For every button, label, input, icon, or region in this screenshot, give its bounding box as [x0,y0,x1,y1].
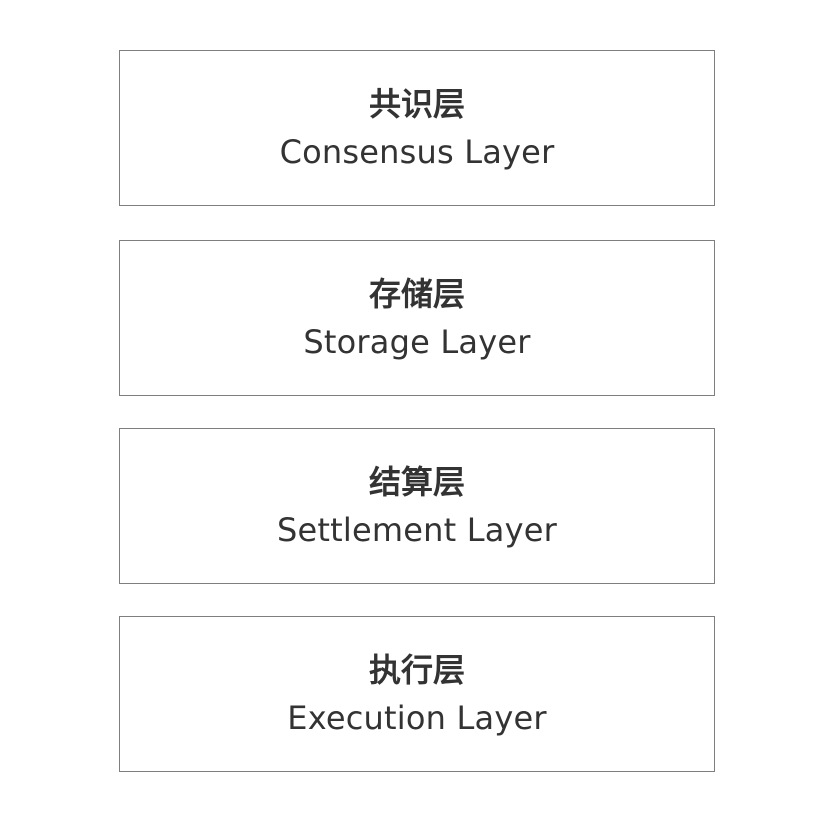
layer-label-zh: 结算层 [368,463,465,501]
layer-label-zh: 共识层 [368,85,465,123]
layer-label-en: Storage Layer [303,323,531,361]
layer-box-consensus: 共识层 Consensus Layer [119,50,715,206]
layer-label-en: Execution Layer [287,699,547,737]
layer-box-execution: 执行层 Execution Layer [119,616,715,772]
layer-box-settlement: 结算层 Settlement Layer [119,428,715,584]
layer-box-storage: 存储层 Storage Layer [119,240,715,396]
layer-label-en: Consensus Layer [279,133,555,171]
layer-label-zh: 执行层 [368,651,465,689]
layer-label-en: Settlement Layer [277,511,557,549]
layer-label-zh: 存储层 [368,275,465,313]
